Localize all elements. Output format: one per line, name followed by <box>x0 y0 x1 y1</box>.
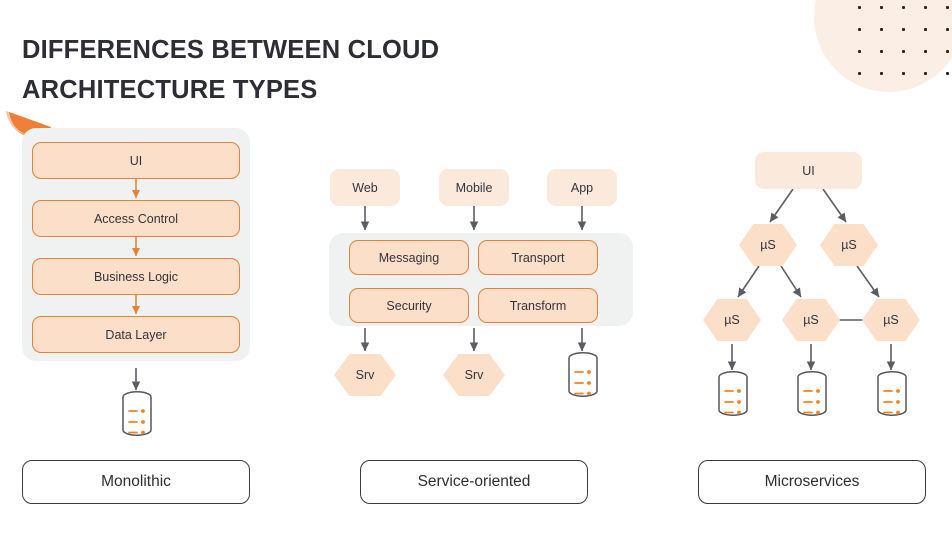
database-icon <box>122 391 152 436</box>
micro-tier1-service-2-label: µS <box>841 238 857 252</box>
grid-dot <box>858 72 861 75</box>
soa-bus-transport-label: Transport <box>511 250 565 265</box>
mono-node-ui-label: UI <box>129 153 143 168</box>
label-microservices[interactable]: Microservices <box>698 460 926 504</box>
page-title: DIFFERENCES BETWEEN CLOUD ARCHITECTURE T… <box>22 36 440 104</box>
grid-dot <box>924 50 927 53</box>
micro-tier1-service-1-label: µS <box>760 238 776 252</box>
grid-dot <box>924 6 927 9</box>
soa-client-app[interactable]: App <box>547 169 617 206</box>
label-service-oriented-text: Service-oriented <box>417 473 531 490</box>
mono-node-business-logic-label: Business Logic <box>93 269 179 284</box>
soa-bus-messaging[interactable]: Messaging <box>349 240 469 275</box>
grid-dot <box>858 28 861 31</box>
mono-node-access-control[interactable]: Access Control <box>32 200 240 237</box>
soa-bus-transport[interactable]: Transport <box>478 240 598 275</box>
micro-tier2-service-2[interactable]: µS <box>782 299 840 341</box>
micro-tier2-service-1-label: µS <box>724 313 740 327</box>
grid-dot <box>946 6 949 9</box>
database-icon <box>718 371 748 416</box>
grid-dot <box>902 6 905 9</box>
database-icon <box>797 371 827 416</box>
grid-dot <box>880 72 883 75</box>
grid-dot <box>880 28 883 31</box>
column-service-oriented: Web Mobile App Messaging Transport Secur… <box>315 0 645 540</box>
soa-service-1-label: Srv <box>355 368 375 382</box>
grid-dot <box>902 50 905 53</box>
grid-dot <box>858 50 861 53</box>
micro-tier2-service-3[interactable]: µS <box>862 299 920 341</box>
label-monolithic[interactable]: Monolithic <box>22 460 250 504</box>
microservices-arrows <box>727 188 896 371</box>
mono-node-data-layer[interactable]: Data Layer <box>32 316 240 353</box>
grid-dot <box>902 72 905 75</box>
micro-tier2-service-1[interactable]: µS <box>703 299 761 341</box>
soa-client-mobile-label: Mobile <box>455 180 493 195</box>
column-microservices: UI µS µS µS µS µS <box>680 0 952 540</box>
soa-client-app-label: App <box>570 180 594 195</box>
grid-dot <box>902 28 905 31</box>
soa-bus-security-label: Security <box>386 298 432 313</box>
micro-tier1-service-1[interactable]: µS <box>739 224 797 266</box>
mono-node-business-logic[interactable]: Business Logic <box>32 258 240 295</box>
mono-node-data-layer-label: Data Layer <box>105 327 167 342</box>
soa-service-2[interactable]: Srv <box>443 354 505 396</box>
soa-client-mobile[interactable]: Mobile <box>439 169 509 206</box>
micro-tier2-service-2-label: µS <box>803 313 819 327</box>
micro-node-ui[interactable]: UI <box>755 152 862 189</box>
soa-client-web-label: Web <box>352 180 378 195</box>
grid-dot <box>924 72 927 75</box>
soa-client-web[interactable]: Web <box>330 169 400 206</box>
column-monolithic: UI Access Control Business Logic Data La… <box>0 0 290 540</box>
dot-grid-decoration <box>852 0 952 80</box>
micro-tier2-service-3-label: µS <box>883 313 899 327</box>
grid-dot <box>880 6 883 9</box>
mono-node-access-control-label: Access Control <box>93 211 179 226</box>
grid-dot <box>924 28 927 31</box>
soa-service-1[interactable]: Srv <box>334 354 396 396</box>
grid-dot <box>858 6 861 9</box>
mono-node-ui[interactable]: UI <box>32 142 240 179</box>
grid-dot <box>946 28 949 31</box>
soa-bus-transform-label: Transform <box>509 298 567 313</box>
soa-service-2-label: Srv <box>464 368 484 382</box>
soa-bus-security[interactable]: Security <box>349 288 469 323</box>
micro-tier1-service-2[interactable]: µS <box>820 224 878 266</box>
label-service-oriented[interactable]: Service-oriented <box>360 460 588 504</box>
soa-bus-messaging-label: Messaging <box>378 250 440 265</box>
micro-node-ui-label: UI <box>802 163 815 178</box>
database-icon <box>568 352 598 397</box>
grid-dot <box>946 72 949 75</box>
label-microservices-text: Microservices <box>764 473 860 490</box>
label-monolithic-text: Monolithic <box>101 473 171 490</box>
grid-dot <box>946 50 949 53</box>
soa-bus-transform[interactable]: Transform <box>478 288 598 323</box>
grid-dot <box>880 50 883 53</box>
database-icon <box>877 371 907 416</box>
